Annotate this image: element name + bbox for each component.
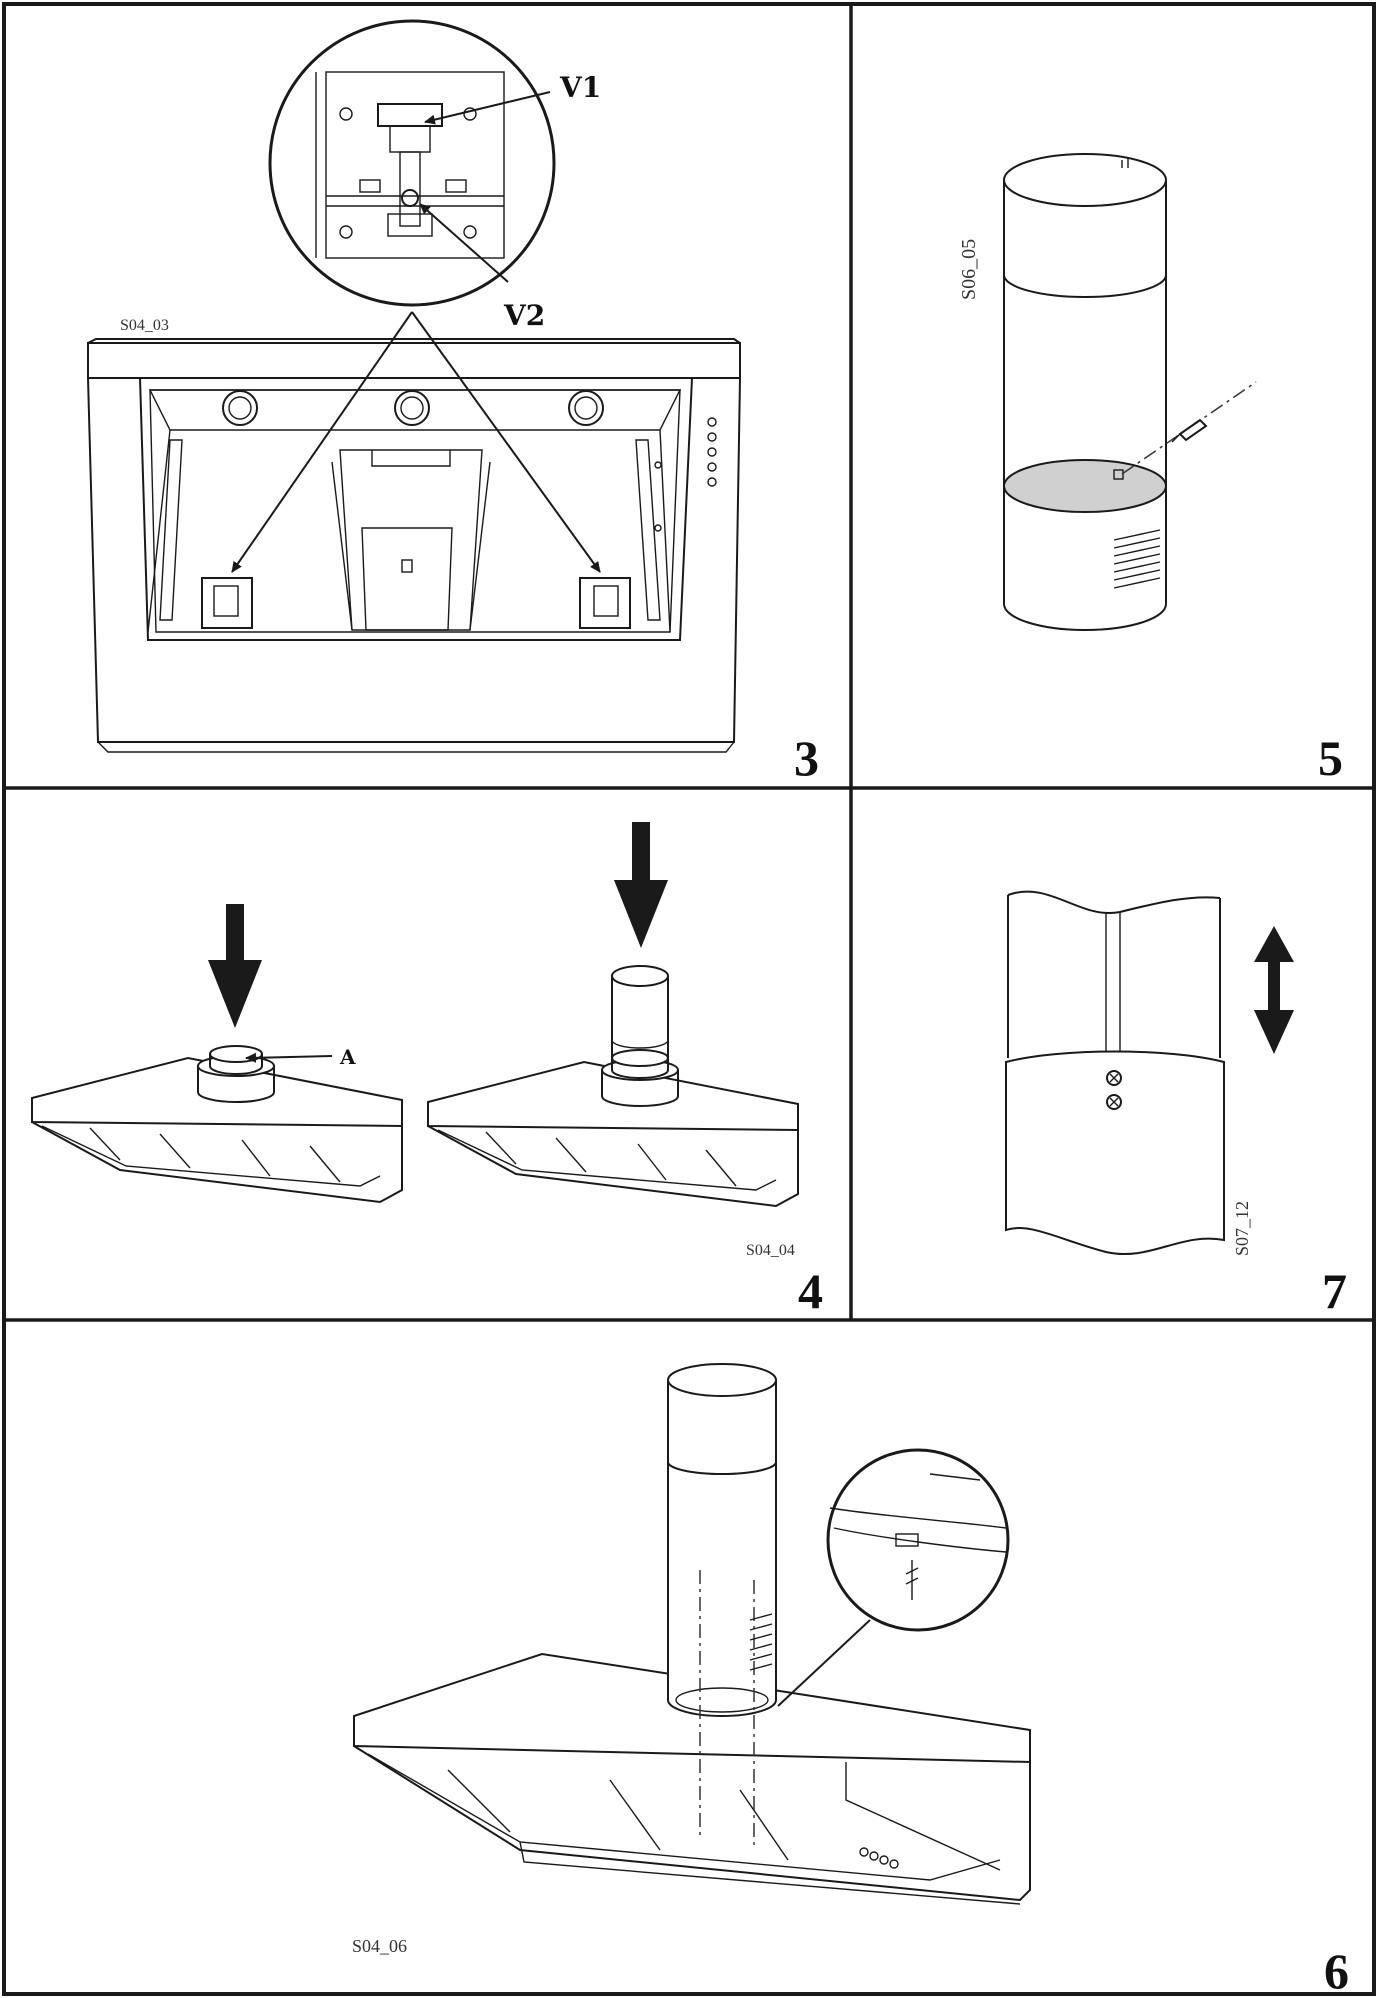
grey-base-plate: [1002, 459, 1168, 513]
figure-code-5: S06_05: [958, 239, 980, 300]
callout-a: A: [339, 1045, 356, 1069]
detail-magnifier: [268, 19, 556, 307]
callout-v2: V2: [503, 299, 545, 332]
hood-without-chimney: [31, 1045, 403, 1204]
telescopic-chimney-joint: [1005, 890, 1225, 1256]
panel-6: [353, 1363, 1031, 1905]
hood-with-chimney-assembly: [353, 1363, 1031, 1905]
panel-number-3: 3: [794, 730, 819, 786]
chimney-cylinder: [1002, 153, 1168, 631]
panel-4: [31, 822, 799, 1208]
callout-v1: V1: [559, 71, 601, 104]
figure-code-6: S04_06: [352, 1936, 407, 1956]
figure-code-4: S04_04: [746, 1242, 795, 1259]
panel-number-7: 7: [1322, 1263, 1347, 1319]
hood-with-chimney: [427, 965, 799, 1208]
up-down-arrow-icon: [1254, 926, 1294, 1054]
panel-7: [1005, 890, 1294, 1256]
down-arrow-icon: [614, 822, 668, 948]
figure-code-3: S04_03: [120, 317, 169, 334]
figure-code-7: S07_12: [1232, 1201, 1252, 1256]
hood-front-view: [87, 338, 741, 753]
panel-5: [1002, 153, 1257, 631]
panel-number-5: 5: [1318, 730, 1343, 786]
panel-number-4: 4: [798, 1263, 823, 1319]
panel-number-6: 6: [1324, 1943, 1349, 1998]
down-arrow-icon: [208, 904, 262, 1028]
detail-magnifier: [826, 1448, 1010, 1632]
panel-3: [87, 19, 741, 753]
